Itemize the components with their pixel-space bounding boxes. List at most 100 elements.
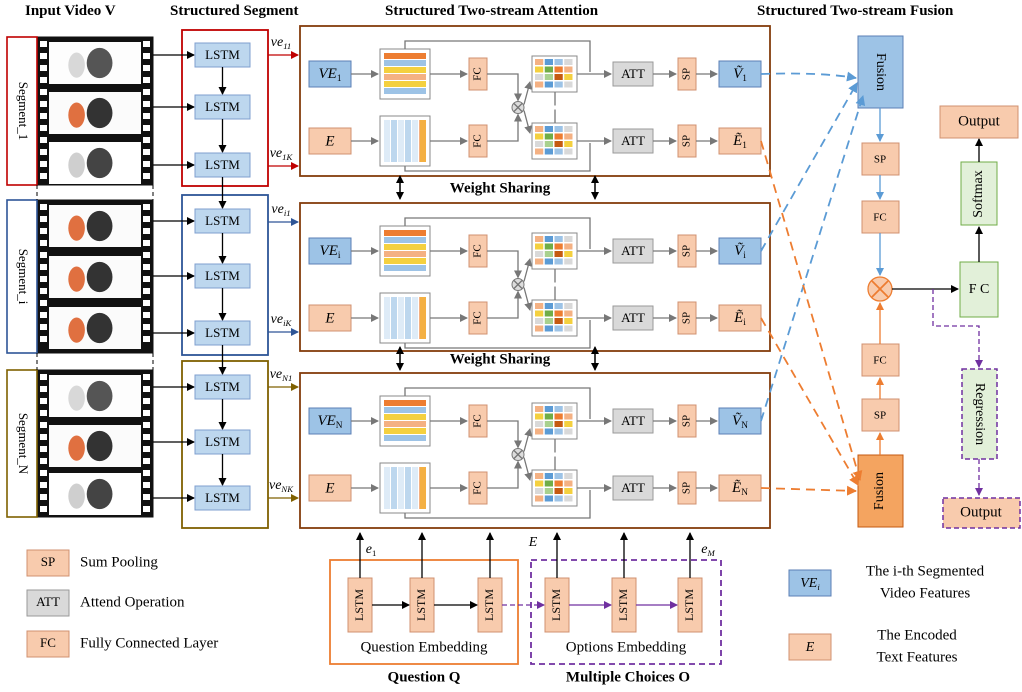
att-label: ATT [621, 133, 645, 148]
v-output-label: ṼN [732, 412, 748, 431]
arrow [487, 290, 522, 319]
grid-cell [544, 421, 553, 427]
feature-bar [384, 88, 426, 94]
film-hole [143, 77, 150, 83]
sp-label: SP [681, 482, 693, 494]
ve-input-label: VEi [320, 243, 341, 261]
film-hole [143, 458, 150, 464]
film-hole [143, 149, 150, 155]
feature-bar [384, 435, 426, 441]
grid-cell [564, 495, 573, 502]
v-output-box [718, 60, 762, 88]
frame-figure [86, 478, 113, 510]
e-output-box [718, 474, 762, 502]
sp-label: SP [874, 154, 886, 166]
grid-cell [535, 325, 544, 332]
segment-lstm-group [181, 194, 269, 356]
sp-label: SP [681, 245, 693, 257]
film-hole [143, 482, 150, 488]
grid-cell [554, 303, 563, 309]
E-label: E [528, 535, 538, 550]
grid-cell [564, 303, 573, 309]
fusion-top-label: Fusion [873, 53, 888, 91]
regression-label: Regression [972, 383, 987, 445]
grid-cell [564, 66, 573, 73]
film-hole [40, 264, 47, 270]
lstm-label: LSTM [205, 379, 240, 394]
grid-cell [535, 236, 544, 242]
film-hole [40, 470, 47, 476]
legend-text: Fully Connected Layer [80, 635, 218, 651]
film-hole [40, 65, 47, 71]
film-hole [40, 89, 47, 95]
att-label: ATT [621, 310, 645, 325]
embed-lstm-label: LSTM [482, 589, 496, 621]
grid-cell [554, 310, 563, 317]
arrow [523, 81, 533, 105]
softmax-label: Softmax [971, 170, 986, 217]
grid-cell [554, 251, 563, 257]
eM-label: eM [701, 542, 715, 558]
e1-label: e1 [366, 542, 377, 558]
fc-label: FC [472, 67, 484, 80]
segment-label-box [6, 36, 38, 186]
legend-key: VEi [800, 576, 820, 592]
film-hole [40, 434, 47, 440]
att-label: ATT [621, 480, 645, 495]
film-hole [40, 125, 47, 131]
grid-cell [564, 81, 573, 88]
grid-cell [544, 310, 553, 317]
feature-bar [384, 265, 426, 271]
ve-label: ve1K [270, 146, 294, 162]
embed-lstm-label: LSTM [352, 589, 366, 621]
film-hole [40, 506, 47, 512]
lstm-label: LSTM [205, 490, 240, 505]
grid-cell [564, 406, 573, 412]
grid-cell [554, 258, 563, 265]
frame-figure [68, 52, 85, 78]
fc-label: FC [472, 244, 484, 257]
frame-figure [68, 483, 85, 509]
frame-figure [68, 102, 85, 128]
grid-cell [535, 258, 544, 265]
film-hole [143, 204, 150, 210]
arrow [487, 460, 522, 489]
grid-cell [544, 133, 553, 140]
regression-box [961, 368, 998, 460]
feature-bar [384, 421, 426, 427]
film-hole [143, 161, 150, 167]
segment-label: Segment_1 [16, 82, 31, 141]
film-hole [143, 276, 150, 282]
film-hole [143, 446, 150, 452]
question-embedding-label: Question Embedding [360, 639, 488, 655]
film-hole [143, 410, 150, 416]
fc-final-label: F C [969, 282, 990, 297]
embed-lstm-cell [477, 577, 503, 633]
film-hole [40, 446, 47, 452]
feature-bar [384, 428, 426, 434]
sp-fuse-top [861, 142, 900, 176]
grid-cell [554, 133, 563, 140]
segment-label-box [6, 199, 38, 354]
grid-cell [544, 81, 553, 88]
frame-figure [86, 210, 113, 242]
ve-label: ve11 [271, 35, 291, 51]
embed-lstm-cell [544, 577, 570, 633]
film-hole [143, 386, 150, 392]
film-hole [40, 240, 47, 246]
e-input-box [308, 474, 352, 502]
film-hole [40, 173, 47, 179]
lstm-label: LSTM [205, 434, 240, 449]
grid-cell [564, 243, 573, 250]
grid-cell [535, 251, 544, 257]
grid-cell [535, 428, 544, 435]
grid-cell [554, 74, 563, 80]
sp-label: SP [874, 410, 886, 422]
legend-swatch [26, 589, 70, 617]
film-hole [143, 494, 150, 500]
feature-bar [384, 297, 390, 339]
weight-sharing-label: Weight Sharing [450, 180, 551, 196]
segment-label-box [6, 369, 38, 518]
lstm-cell [194, 374, 251, 400]
title-structured-segment: Structured Segment [170, 3, 299, 19]
